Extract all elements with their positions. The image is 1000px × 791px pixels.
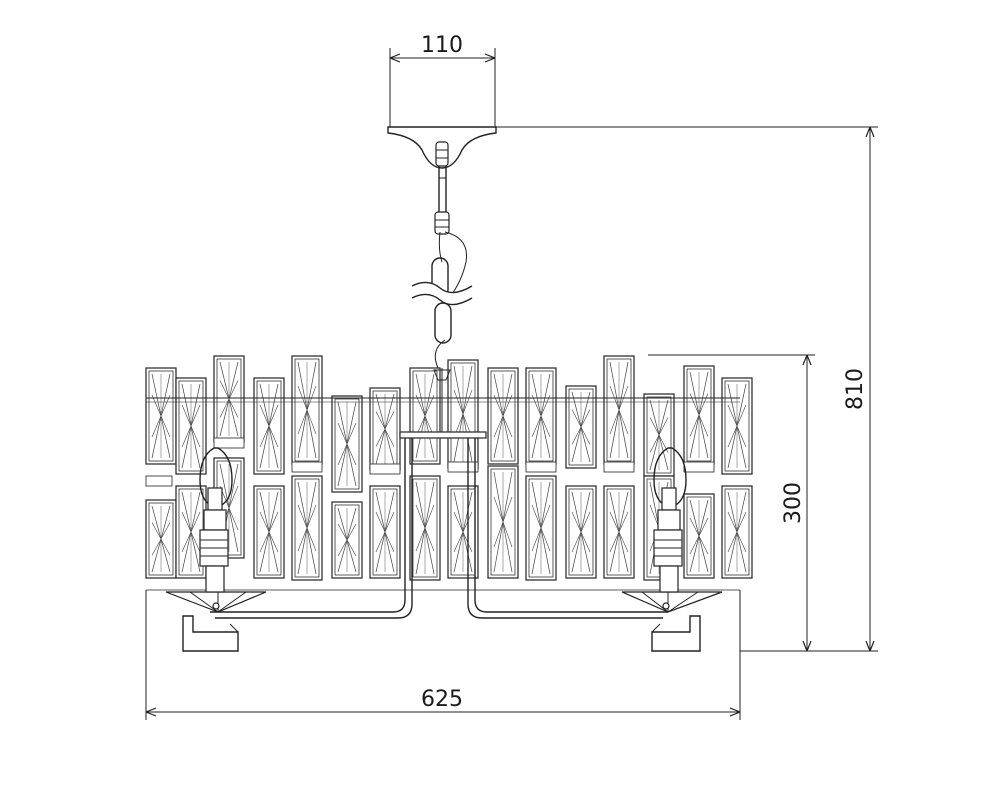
- right-arm: [467, 436, 723, 619]
- crystal-panel: [447, 359, 479, 469]
- crystal-panel: [565, 485, 597, 579]
- crystal-panel: [603, 485, 635, 579]
- central-hub: [399, 368, 487, 439]
- crystal-panel: [525, 367, 557, 465]
- crystal-panel: [213, 355, 245, 443]
- crystal-panel: [145, 499, 177, 579]
- crystal-panel: [447, 485, 479, 579]
- left-foot: [182, 615, 239, 652]
- dimension-body-width: 625: [145, 590, 741, 720]
- dimension-body-height: 300: [648, 354, 815, 652]
- crystal-panel: [721, 377, 753, 475]
- crystal-panel: [291, 475, 323, 581]
- crystal-panel: [603, 355, 635, 465]
- crystal-panel: [683, 365, 715, 465]
- crystal-panel: [369, 485, 401, 579]
- left-candle-socket: [199, 447, 233, 593]
- right-candle-socket: [653, 447, 687, 593]
- crystal-panel: [175, 377, 207, 475]
- left-arm: [165, 436, 413, 619]
- crystal-panel: [369, 387, 401, 471]
- crystal-panel: [409, 367, 441, 465]
- crystal-panel: [683, 493, 715, 579]
- body-height-label: 300: [781, 482, 806, 524]
- suspension-chain: [431, 231, 468, 369]
- crystal-panel: [331, 501, 363, 579]
- crystal-panel: [525, 475, 557, 581]
- suspension-rod: [434, 166, 450, 235]
- crystal-panel: [643, 393, 675, 477]
- crystal-panel: [331, 395, 363, 493]
- body-width-label: 625: [421, 687, 463, 712]
- crystal-panel: [291, 355, 323, 465]
- crystal-panel: [487, 465, 519, 579]
- canopy-width-label: 110: [421, 33, 463, 58]
- crystal-panel: [253, 485, 285, 579]
- dimension-canopy-width: 110: [389, 33, 496, 127]
- crystal-panel: [487, 367, 519, 465]
- crystal-shade: [145, 355, 753, 591]
- crystal-panel: [721, 485, 753, 579]
- chain-break-symbol: [411, 281, 473, 306]
- ceiling-canopy: [387, 126, 497, 169]
- crystal-panel: [565, 385, 597, 469]
- right-foot: [651, 615, 701, 652]
- crystal-panel: [145, 367, 177, 465]
- total-height-label: 810: [843, 368, 868, 410]
- crystal-panel: [409, 475, 441, 581]
- crystal-panel: [253, 377, 285, 475]
